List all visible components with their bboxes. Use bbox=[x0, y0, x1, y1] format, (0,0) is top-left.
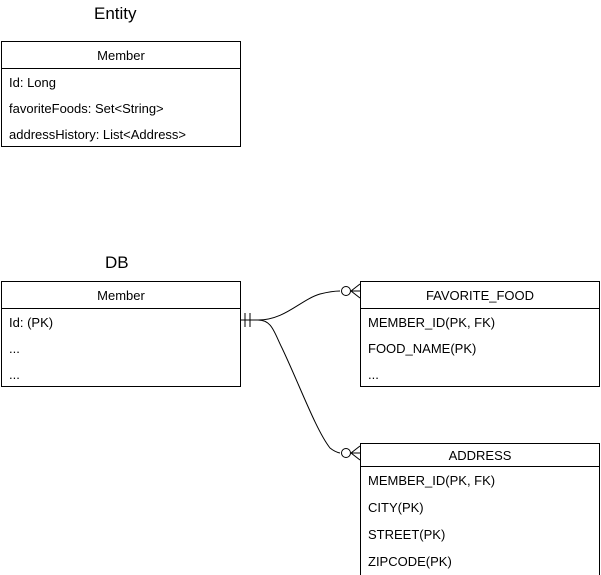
entity-attribute-row: Id: Long bbox=[9, 74, 56, 90]
db-table-favorite-food: FAVORITE_FOOD MEMBER_ID(PK, FK) FOOD_NAM… bbox=[360, 281, 600, 387]
section-title-db: DB bbox=[105, 253, 129, 272]
db-table-member-body: Id: (PK) ... ... bbox=[2, 309, 240, 387]
db-table-favorite-food-body: MEMBER_ID(PK, FK) FOOD_NAME(PK) ... bbox=[361, 309, 599, 387]
db-table-member: Member Id: (PK) ... ... bbox=[1, 281, 241, 387]
cardinality-many-crowsfoot-icon bbox=[350, 283, 361, 299]
entity-attribute-row: addressHistory: List<Address> bbox=[9, 126, 187, 142]
relationship-line bbox=[241, 319, 341, 454]
db-column-row: MEMBER_ID(PK, FK) bbox=[368, 314, 496, 330]
db-table-address: ADDRESS MEMBER_ID(PK, FK) CITY(PK) STREE… bbox=[360, 443, 600, 575]
db-column-row: Id: (PK) bbox=[9, 314, 54, 330]
entity-box-member: Member Id: Long favoriteFoods: Set<Strin… bbox=[1, 41, 241, 147]
db-column-row: ... bbox=[9, 366, 20, 382]
entity-attribute-row: favoriteFoods: Set<String> bbox=[9, 100, 164, 116]
db-column-row: ZIPCODE(PK) bbox=[368, 554, 452, 569]
db-column-row: CITY(PK) bbox=[368, 500, 424, 515]
db-table-address-body: MEMBER_ID(PK, FK) CITY(PK) STREET(PK) ZI… bbox=[361, 467, 599, 575]
db-column-row: ... bbox=[9, 340, 20, 356]
db-column-row: ... bbox=[368, 366, 379, 382]
relationship-member-favorite-food bbox=[241, 283, 361, 327]
cardinality-many-crowsfoot-icon bbox=[350, 445, 361, 461]
db-table-member-header: Member bbox=[2, 282, 240, 309]
entity-box-member-body: Id: Long favoriteFoods: Set<String> addr… bbox=[2, 69, 240, 147]
section-title-entity: Entity bbox=[94, 4, 137, 23]
relationship-member-address bbox=[241, 313, 361, 461]
db-column-row: STREET(PK) bbox=[368, 527, 446, 542]
cardinality-zero-circle-icon bbox=[341, 448, 351, 458]
entity-box-member-header: Member bbox=[2, 42, 240, 69]
relationship-line bbox=[241, 290, 341, 321]
cardinality-zero-circle-icon bbox=[341, 286, 351, 296]
db-column-row: MEMBER_ID(PK, FK) bbox=[368, 473, 496, 488]
db-table-favorite-food-header: FAVORITE_FOOD bbox=[361, 282, 599, 309]
db-table-address-header: ADDRESS bbox=[361, 444, 599, 467]
db-column-row: FOOD_NAME(PK) bbox=[368, 340, 477, 356]
